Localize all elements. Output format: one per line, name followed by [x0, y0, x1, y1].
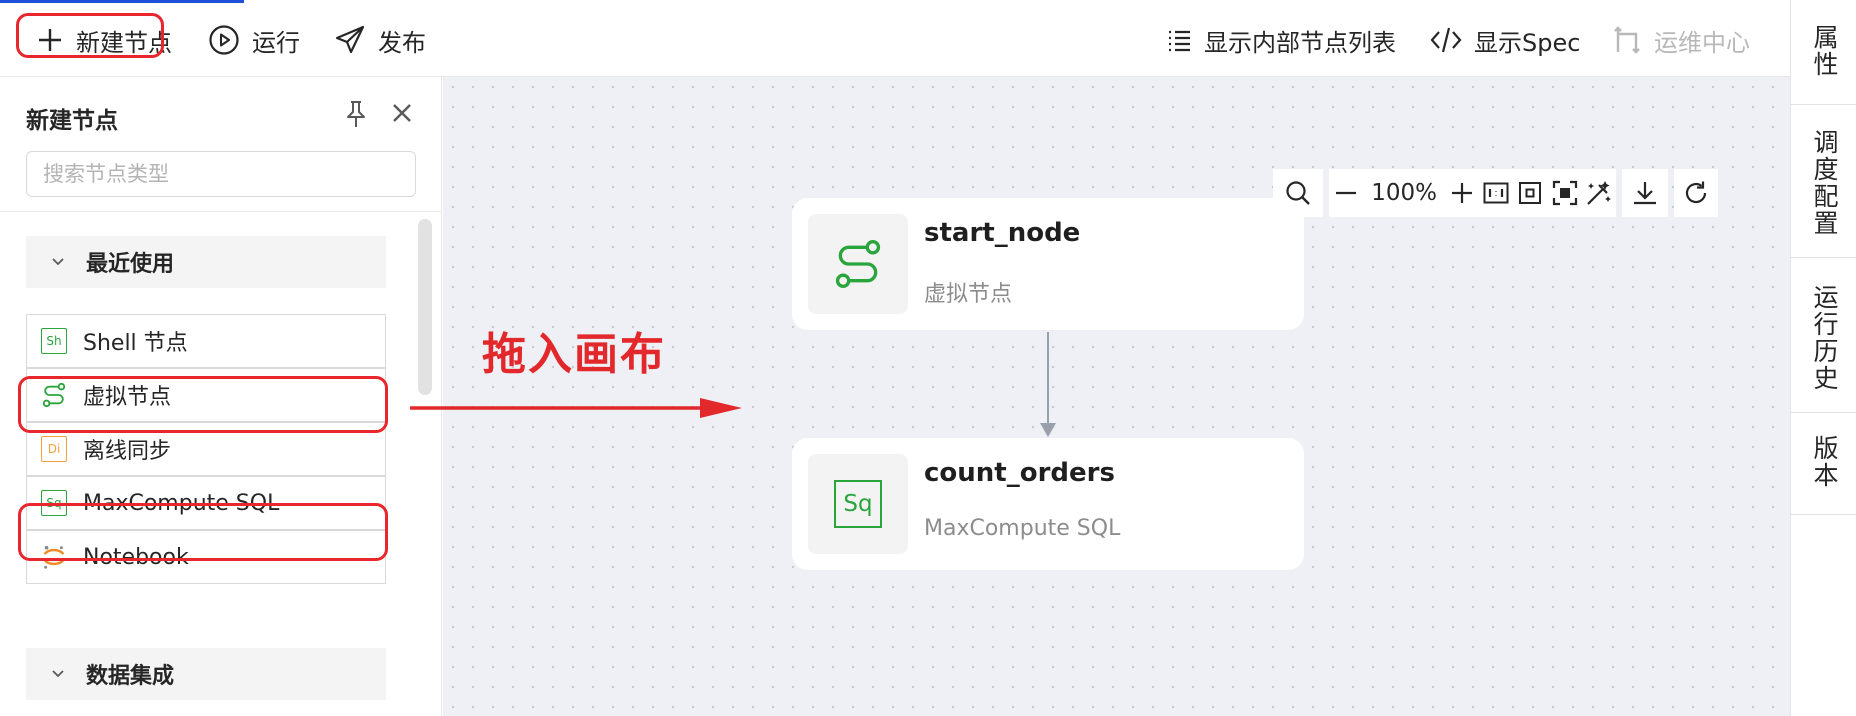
chevron-down-icon — [52, 258, 64, 266]
fit-canvas-button[interactable] — [1548, 169, 1582, 217]
canvas-refresh-control — [1674, 169, 1718, 217]
node-type: MaxCompute SQL — [924, 516, 1121, 541]
node-type-notebook[interactable]: Notebook — [26, 530, 386, 584]
top-toolbar: 新建节点 运行 发布 显示内部节点列表 显示Spec 运维中心 — [0, 0, 1790, 77]
run-label: 运行 — [252, 28, 300, 57]
rail-tab-schedule-config[interactable]: 调度配置 — [1791, 105, 1856, 258]
canvas-search-control — [1273, 169, 1323, 217]
canvas-zoom-controls: 100% — [1329, 169, 1616, 217]
minus-icon — [1336, 191, 1357, 195]
node-type-shell-label: Shell 节点 — [83, 331, 188, 356]
workflow-canvas[interactable]: start_node 虚拟节点 Sq count_orders MaxCompu… — [443, 77, 1790, 716]
virtual-node-icon — [41, 382, 67, 408]
edge-layer — [1040, 332, 1056, 437]
pin-icon[interactable] — [342, 99, 370, 129]
virtual-node-icon — [808, 214, 908, 314]
actual-size-icon — [1483, 182, 1509, 204]
panel-divider — [0, 211, 442, 212]
group-recent-label: 最近使用 — [86, 252, 175, 277]
magic-wand-icon — [1587, 181, 1611, 205]
fit-center-icon — [1519, 182, 1542, 204]
close-icon[interactable] — [390, 101, 414, 125]
rail-tab-version[interactable]: 版本 — [1791, 413, 1856, 515]
search-icon — [1286, 181, 1310, 205]
node-type-notebook-label: Notebook — [83, 544, 189, 570]
plus-icon — [1452, 183, 1473, 203]
rail-tab-run-history[interactable]: 运行历史 — [1791, 258, 1856, 413]
panel-scrollbar[interactable] — [418, 219, 432, 395]
right-side-rail: 属性 调度配置 运行历史 版本 — [1790, 0, 1856, 716]
zoom-in-button[interactable] — [1445, 169, 1479, 217]
node-name: count_orders — [924, 458, 1115, 488]
list-icon — [1169, 30, 1190, 52]
show-internal-node-list-button[interactable]: 显示内部节点列表 — [1166, 18, 1396, 62]
new-node-highlight — [16, 13, 164, 58]
canvas-search-button[interactable] — [1273, 169, 1323, 217]
rail-tab-run-history-label: 运行历史 — [1810, 284, 1839, 392]
rail-tab-version-label: 版本 — [1810, 435, 1839, 489]
group-recent[interactable]: 最近使用 — [26, 236, 386, 288]
node-type-shell[interactable]: Sh Shell 节点 — [26, 314, 386, 368]
node-name: start_node — [924, 218, 1081, 248]
rail-tab-attributes[interactable]: 属性 — [1791, 0, 1856, 105]
publish-button[interactable]: 发布 — [334, 18, 426, 62]
chevron-down-icon — [52, 670, 64, 678]
show-internal-node-list-label: 显示内部节点列表 — [1204, 28, 1396, 57]
notebook-icon — [41, 544, 67, 570]
node-type-offline-sync-label: 离线同步 — [83, 439, 172, 464]
ops-center-icon — [1614, 26, 1640, 54]
fit-canvas-icon — [1552, 180, 1577, 206]
active-tab-indicator — [0, 0, 244, 3]
zoom-level: 100% — [1371, 180, 1437, 206]
play-circle-icon — [209, 25, 239, 55]
plus-icon — [39, 29, 61, 51]
virtual-node-highlight — [18, 376, 388, 433]
panel-title: 新建节点 — [26, 108, 118, 134]
code-icon — [1430, 27, 1462, 53]
sql-badge-icon: Sq — [808, 454, 908, 554]
group-data-integration[interactable]: 数据集成 — [26, 648, 386, 700]
show-spec-label: 显示Spec — [1474, 28, 1581, 57]
sql-badge-text: Sq — [834, 480, 882, 528]
refresh-icon — [1685, 181, 1707, 204]
auto-layout-button[interactable] — [1582, 169, 1616, 217]
paper-plane-icon — [335, 25, 365, 54]
download-button[interactable] — [1622, 169, 1668, 217]
group-data-integration-label: 数据集成 — [86, 664, 175, 689]
zoom-out-button[interactable] — [1329, 169, 1363, 217]
refresh-button[interactable] — [1674, 169, 1718, 217]
show-spec-button[interactable]: 显示Spec — [1430, 18, 1580, 62]
drag-arrow — [410, 398, 742, 418]
rail-tab-attributes-label: 属性 — [1810, 24, 1839, 78]
publish-label: 发布 — [378, 28, 426, 57]
actual-size-button[interactable] — [1479, 169, 1513, 217]
rail-tab-schedule-config-label: 调度配置 — [1810, 129, 1839, 237]
canvas-node-count-orders[interactable]: Sq count_orders MaxCompute SQL — [792, 438, 1304, 570]
drag-to-canvas-annotation: 拖入画布 — [482, 329, 666, 380]
canvas-download-control — [1622, 169, 1668, 217]
ops-center-label: 运维中心 — [1654, 28, 1750, 57]
edge-arrowhead — [1040, 423, 1056, 437]
node-type-virtual-label: 虚拟节点 — [83, 385, 172, 410]
run-button[interactable]: 运行 — [208, 18, 300, 62]
shell-badge-icon: Sh — [41, 328, 67, 354]
node-type: 虚拟节点 — [924, 282, 1013, 307]
canvas-node-start[interactable]: start_node 虚拟节点 — [792, 198, 1304, 330]
download-icon — [1634, 182, 1656, 205]
data-integration-badge-icon: Di — [41, 436, 67, 462]
fit-center-button[interactable] — [1513, 169, 1547, 217]
ops-center-button[interactable]: 运维中心 — [1612, 18, 1750, 62]
node-type-search-input[interactable] — [26, 151, 416, 197]
maxcompute-sql-highlight — [18, 503, 388, 561]
